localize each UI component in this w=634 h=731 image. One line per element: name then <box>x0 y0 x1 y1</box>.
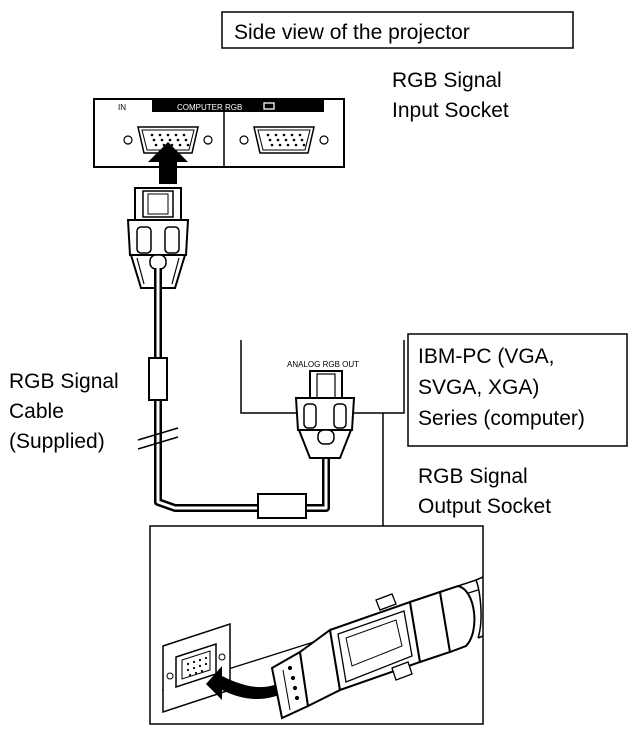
rgb-in-port[interactable] <box>123 126 213 154</box>
rgb-out-port[interactable] <box>239 126 329 154</box>
output-socket-label-line2: Output Socket <box>418 495 551 518</box>
cable-label-line1: RGB Signal <box>9 370 119 393</box>
input-socket-label-line2: Input Socket <box>392 99 509 122</box>
computer-box-line3: Series (computer) <box>418 407 585 430</box>
ferrite-core-horizontal <box>257 493 307 519</box>
panel-computer-rgb-label: COMPUTER RGB <box>177 103 242 112</box>
computer-box: IBM-PC (VGA, SVGA, XGA) Series (computer… <box>407 333 628 447</box>
title-box: Side view of the projector <box>221 11 574 49</box>
title-text: Side view of the projector <box>234 21 470 44</box>
detail-insert-arrow-icon <box>206 666 290 700</box>
projector-side-panel: IN COMPUTER RGB OUT <box>93 98 345 168</box>
ferrite-core-vertical <box>148 357 168 401</box>
detail-view <box>149 525 484 725</box>
cable-label-line3: (Supplied) <box>9 430 105 453</box>
rgb-signal-cable <box>154 268 330 512</box>
computer-box-line2: SVGA, XGA) <box>418 376 539 399</box>
input-socket-label-line1: RGB Signal <box>392 69 502 92</box>
output-socket-label-line1: RGB Signal <box>418 465 528 488</box>
monitor-icon <box>263 102 275 110</box>
cable-label-line2: Cable <box>9 400 64 423</box>
insert-arrow-up-icon <box>148 142 188 184</box>
computer-box-line1: IBM-PC (VGA, <box>418 345 555 368</box>
cable-connector-computer <box>294 370 356 459</box>
panel-in-label: IN <box>118 103 126 112</box>
detail-plug <box>270 576 484 720</box>
analog-rgb-out-label: ANALOG RGB OUT <box>287 360 359 369</box>
panel-out-label: OUT <box>288 103 305 112</box>
